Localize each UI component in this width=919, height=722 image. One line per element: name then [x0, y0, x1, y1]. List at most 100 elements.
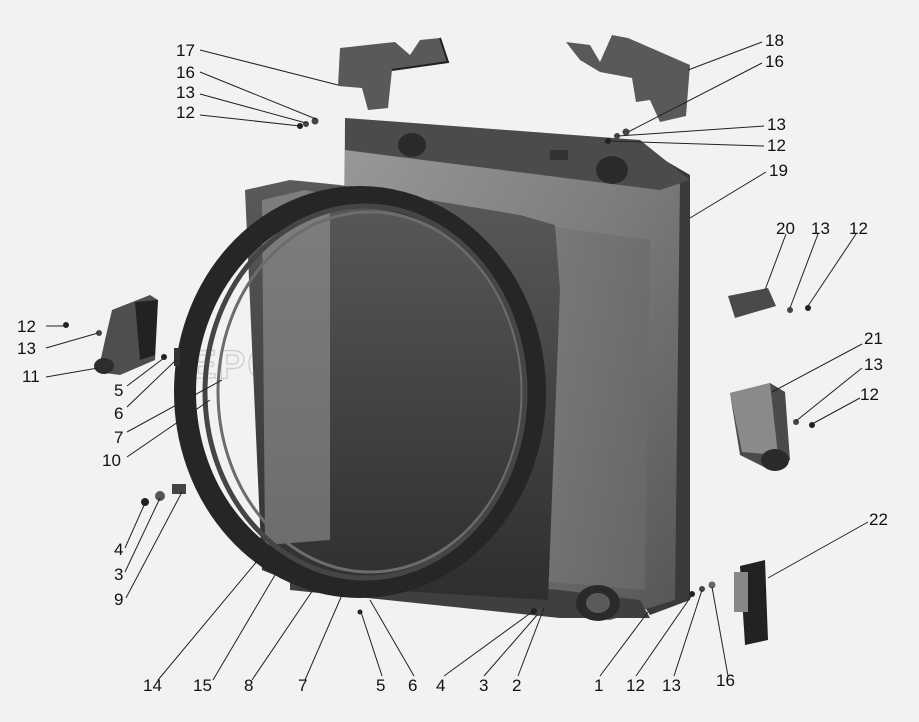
nut-5	[161, 354, 167, 360]
leader-5a	[126, 357, 165, 387]
callout-5b: 5	[376, 676, 385, 695]
bracket-21	[730, 383, 790, 471]
bracket-11-mount	[94, 358, 114, 374]
callout-12f: 12	[626, 676, 645, 695]
callout-8: 8	[244, 676, 253, 695]
shroud-left-panel	[262, 190, 330, 545]
leader-3a	[124, 497, 161, 573]
lower-outlet-pipe-bore	[586, 593, 610, 613]
leader-12b	[607, 140, 765, 147]
bolt-12-bracket-20	[805, 305, 811, 311]
callout-9: 9	[114, 590, 123, 609]
callout-4b: 4	[436, 676, 445, 695]
leader-20	[764, 233, 787, 291]
callout-15: 15	[193, 676, 212, 695]
leader-1	[599, 611, 649, 677]
leader-11	[45, 367, 99, 378]
leader-lines	[45, 41, 869, 681]
leader-16c	[711, 586, 729, 677]
callout-10: 10	[102, 451, 121, 470]
bracket-18	[566, 35, 690, 122]
leader-19	[689, 171, 767, 219]
filler-neck	[550, 150, 568, 160]
plate-22-clip	[734, 572, 748, 612]
leader-5b	[360, 611, 383, 677]
leader-7a	[126, 379, 223, 433]
leader-13c	[789, 233, 819, 309]
washer-13-bracket-11	[96, 330, 102, 336]
callout-3b: 3	[479, 676, 488, 695]
callout-2: 2	[512, 676, 521, 695]
leader-12e	[811, 397, 861, 425]
washer-13-plate	[699, 586, 705, 592]
leader-4a	[124, 502, 146, 549]
leader-6b	[369, 599, 415, 677]
leader-15	[212, 574, 276, 681]
washer-3	[155, 491, 165, 501]
leader-6a	[126, 359, 177, 408]
leader-16b	[627, 62, 763, 133]
washer-16-right	[622, 128, 630, 136]
callout-20: 20	[776, 219, 795, 238]
bracket-20-body	[728, 288, 776, 318]
callout-16b: 16	[765, 52, 784, 71]
washer-16-left	[311, 117, 319, 125]
fan-ring-inner-edge	[216, 210, 524, 574]
leader-12a	[199, 114, 301, 127]
callout-12b: 12	[767, 136, 786, 155]
leader-9	[125, 491, 183, 599]
callout-16c: 16	[716, 671, 735, 690]
fan-ring-outer	[174, 186, 546, 598]
leader-21	[771, 343, 863, 393]
bolt-12-plate	[689, 591, 695, 597]
fan-ring-seal	[202, 203, 528, 581]
bolt-4-bottom	[531, 608, 537, 614]
callout-12c: 12	[849, 219, 868, 238]
leader-4b	[443, 611, 533, 677]
fasteners	[63, 117, 815, 615]
upper-outlet-pipe	[596, 156, 628, 184]
fan-shroud	[174, 180, 560, 600]
bolt-6	[174, 348, 180, 366]
callout-19: 19	[769, 161, 788, 180]
clip-9	[172, 484, 186, 494]
washer-13-left	[303, 121, 309, 127]
leader-18	[687, 41, 763, 71]
upper-inlet-pipe	[398, 133, 426, 157]
callout-14: 14	[143, 676, 162, 695]
plate-22	[734, 560, 768, 645]
bracket-18-body	[566, 35, 690, 122]
leader-14	[157, 559, 259, 681]
callout-22: 22	[869, 510, 888, 529]
callout-13b: 13	[767, 115, 786, 134]
bracket-17	[338, 37, 450, 110]
callout-numbers: 17 16 13 12 18 16 13 12 19 20 13 12 12 1…	[17, 31, 888, 695]
bracket-17-edge	[391, 37, 450, 71]
leader-22	[767, 521, 869, 579]
leader-7b	[304, 587, 346, 681]
leader-13f	[673, 589, 703, 677]
callout-11: 11	[22, 367, 40, 386]
leader-17	[199, 49, 339, 86]
callout-6a: 6	[114, 404, 123, 423]
leader-13d	[45, 332, 99, 349]
leader-12c	[807, 233, 857, 307]
callout-13a: 13	[176, 83, 195, 102]
leader-2	[517, 607, 545, 677]
callout-16a: 16	[176, 63, 195, 82]
washer-13-bracket-21	[793, 419, 799, 425]
callout-21: 21	[864, 329, 883, 348]
callout-18: 18	[765, 31, 784, 50]
callout-4a: 4	[114, 540, 123, 559]
bolt-12-bracket-11	[63, 322, 69, 328]
callout-12e: 12	[860, 385, 879, 404]
bracket-21-mount	[761, 449, 789, 471]
bracket-11	[94, 295, 158, 375]
bolt-4	[141, 498, 149, 506]
leader-3b	[483, 613, 539, 677]
bracket-11-face	[135, 300, 158, 360]
leader-12f	[635, 594, 693, 677]
callout-7b: 7	[298, 676, 307, 695]
